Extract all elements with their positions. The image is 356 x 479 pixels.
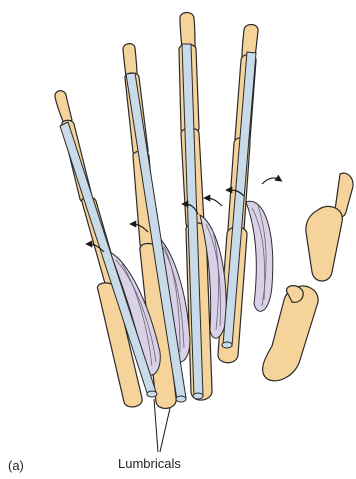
thumb-bones: [263, 173, 353, 381]
panel-label: (a): [8, 458, 24, 473]
hand-bones: [55, 12, 353, 408]
lumbricals-label: Lumbricals: [118, 456, 181, 471]
curved-arrow-4: [206, 198, 222, 206]
lumbrical-4: [246, 201, 273, 311]
curved-arrow-6: [262, 178, 280, 184]
